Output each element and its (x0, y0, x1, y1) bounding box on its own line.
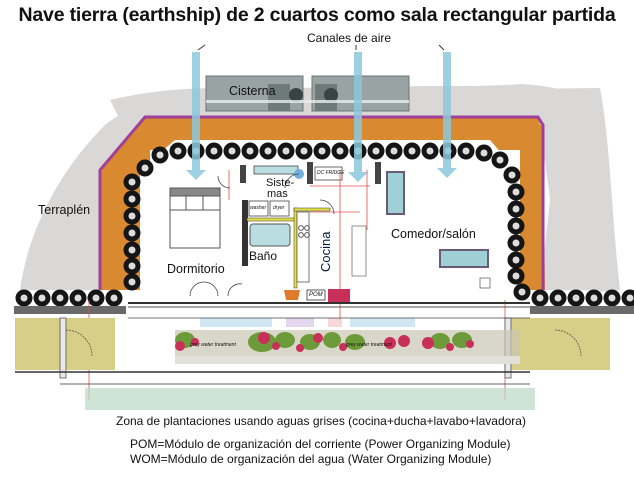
fridge-tag: DC FRIDGE (317, 170, 345, 176)
diagram-title: Nave tierra (earthship) de 2 cuartos com… (18, 4, 616, 26)
door-swings (189, 173, 335, 297)
systems-label-1: Siste- (266, 177, 295, 189)
berm-label: Terraplén (38, 203, 91, 217)
caption-wom: WOM=Módulo de organización del agua (Wat… (130, 452, 492, 466)
planter-text-right: grey water treatment (346, 342, 392, 348)
dining-table (351, 225, 367, 277)
cistern-label: Cisterna (229, 84, 276, 98)
kitchen-label: Cocina (318, 231, 333, 272)
bedroom-label: Dormitorio (167, 262, 225, 276)
pom-box (306, 289, 326, 301)
greenhouse-right (510, 318, 610, 370)
dc-fridge (314, 166, 343, 181)
sofa-top (386, 171, 405, 215)
dryer (269, 200, 290, 217)
planter-beds (175, 330, 520, 364)
planter-text-left: grey water treatment (190, 342, 236, 348)
bathroom-label: Baño (249, 249, 278, 263)
washer-tag: washer (250, 205, 267, 211)
pom-tag: POM (309, 292, 323, 298)
interior-walls (240, 162, 381, 289)
earth-fill-band (100, 117, 545, 290)
caption-pom: POM=Módulo de organización del corriente… (130, 437, 511, 451)
bathtub (249, 223, 291, 247)
sofa-right (439, 249, 489, 268)
bed (169, 187, 221, 249)
washer (248, 200, 269, 217)
systems-label-2: mas (267, 188, 288, 200)
dryer-tag: dryer (273, 205, 285, 211)
air-channels-label: Canales de aire (307, 31, 392, 45)
dining-living-label: Comedor/salón (391, 227, 476, 241)
air-channels (186, 52, 457, 182)
outside-planting (85, 388, 535, 410)
caption-planting-zone: Zona de plantaciones usando aguas grises… (116, 414, 526, 428)
cistern-tanks (205, 75, 410, 112)
